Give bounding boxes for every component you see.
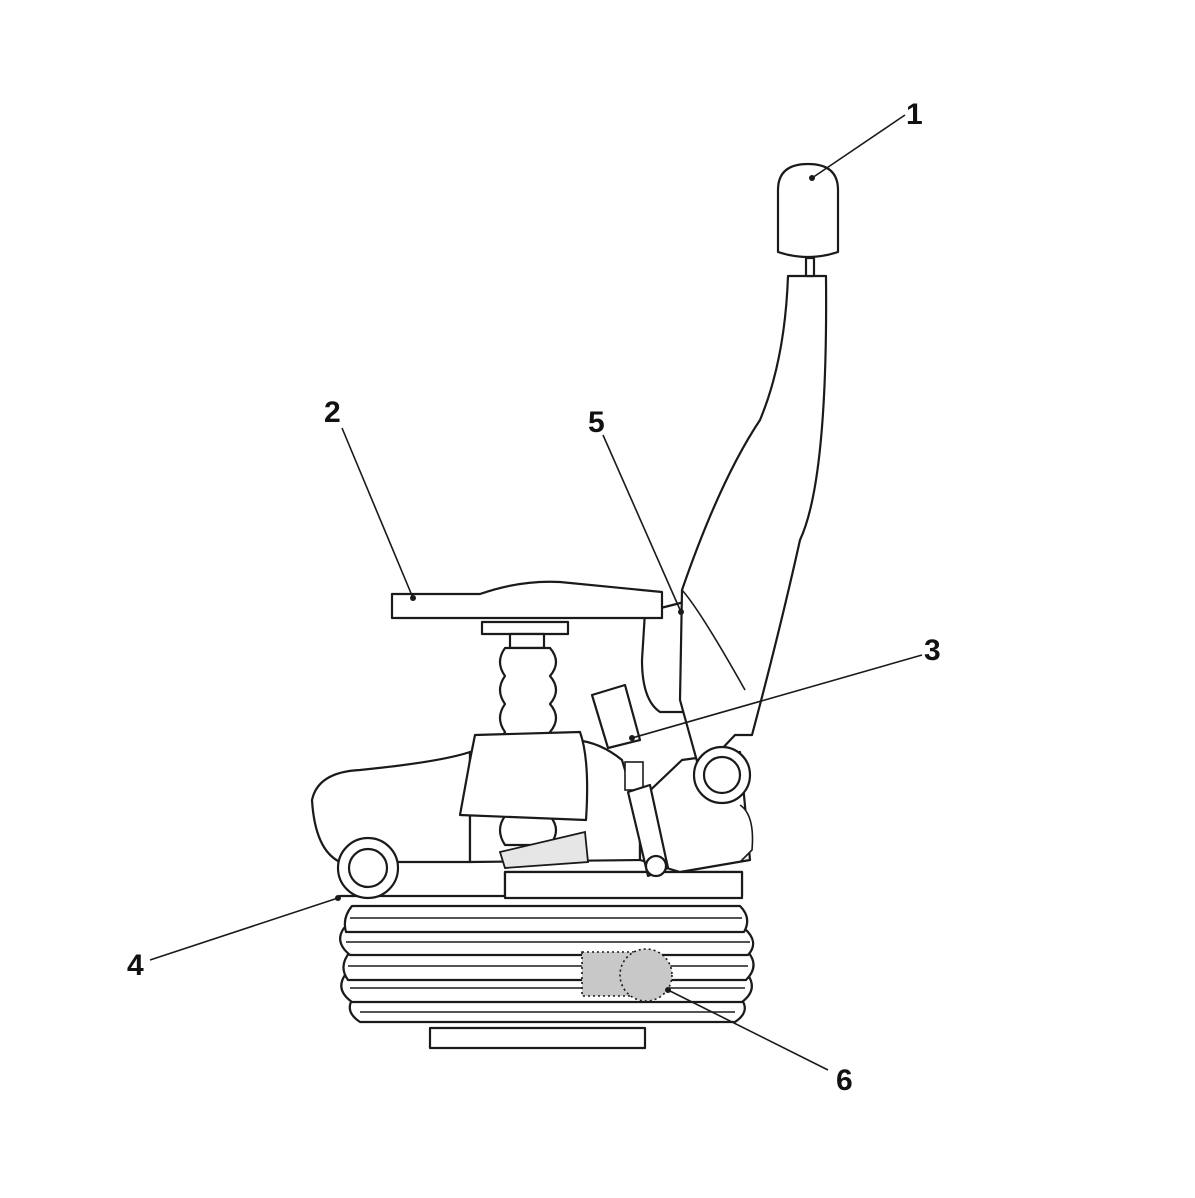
leader-5 — [602, 434, 682, 613]
leader-4 — [149, 897, 339, 961]
leader-2 — [341, 427, 414, 599]
callout-6: 6 — [836, 1064, 853, 1097]
adjustment-lever — [498, 830, 589, 869]
leader-3 — [631, 654, 923, 739]
backrest — [678, 274, 828, 774]
rear-roller — [692, 745, 752, 805]
callout-5: 5 — [588, 406, 605, 439]
armrest-bracket — [458, 730, 589, 822]
callout-1: 1 — [906, 98, 923, 131]
seat-base-bellows — [339, 904, 755, 1050]
leader-lines — [149, 114, 923, 1071]
front-roller — [336, 836, 400, 900]
leader-6 — [667, 989, 829, 1071]
headrest — [776, 162, 840, 278]
callout-4: 4 — [127, 949, 144, 982]
seat-belt-buckle — [590, 683, 670, 878]
armrest — [390, 580, 664, 620]
leader-1 — [811, 114, 906, 179]
callout-2: 2 — [324, 396, 341, 429]
callout-3: 3 — [924, 634, 941, 667]
base-control-unit — [581, 948, 673, 1002]
suspension-top-plate — [338, 870, 744, 900]
